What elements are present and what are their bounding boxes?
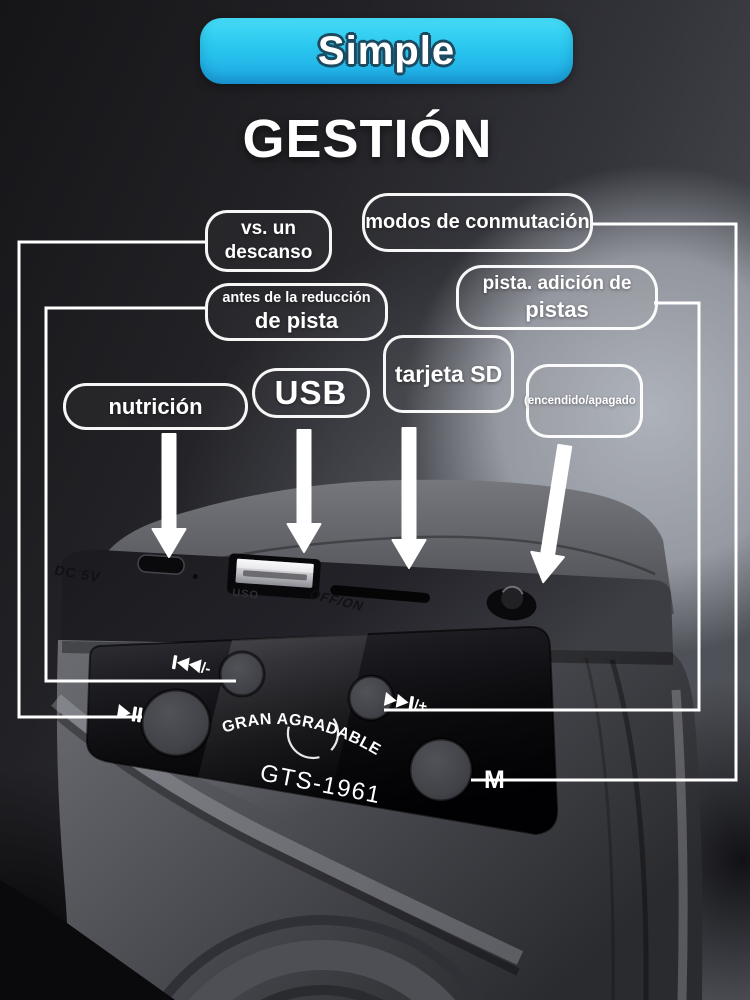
prev-icon: /- [171, 655, 212, 678]
usb-port-label: USO [232, 587, 260, 602]
dc-port-label: DC 5V [53, 562, 103, 585]
callout-prev-track-line1: antes de la reducción [222, 290, 371, 307]
callout-next-track-line2: pistas [525, 296, 589, 322]
page-title: GESTIÓN [242, 109, 493, 169]
play-pause-icon [116, 704, 143, 723]
arrow-sd [391, 427, 427, 569]
connector-play-pause [17, 240, 205, 719]
prev-suffix: /- [200, 660, 212, 678]
dc-port [137, 554, 198, 579]
arrow-onoff [530, 443, 573, 584]
body-edge-highlight [671, 689, 688, 1000]
callout-sd-card-label: tarjeta SD [394, 360, 503, 387]
callout-usb: USB [252, 368, 370, 418]
callout-prev-track-line2: de pista [254, 308, 339, 334]
callout-mode-switch: modos de conmutación [362, 193, 593, 252]
callout-play-pause-line2: descanso [224, 242, 313, 263]
callout-on-off-label: (encendido/apagado [524, 394, 636, 407]
mode-button [408, 737, 474, 803]
callout-play-pause: vs. un descanso [205, 210, 332, 272]
tf-slot [330, 585, 431, 603]
arrow-power [151, 433, 187, 558]
simple-badge: Simple [200, 18, 573, 84]
callout-power: nutrición [63, 383, 248, 430]
simple-badge-label: Simple [317, 28, 456, 73]
callout-power-label: nutrición [108, 393, 203, 419]
stand-shadow [0, 880, 175, 1000]
connector-mode [471, 222, 738, 782]
callout-on-off: (encendido/apagado [524, 364, 643, 438]
connector-prev [44, 306, 236, 683]
connector-lines [17, 222, 738, 782]
next-suffix: /+ [413, 697, 429, 716]
callout-prev-track: antes de la reducción de pista [205, 283, 388, 341]
callout-usb-label: USB [274, 374, 348, 412]
connector-next [384, 301, 701, 712]
body-groove-2 [584, 657, 615, 1000]
callout-next-track: pista. adición de pistas [456, 265, 658, 330]
callout-mode-switch-label: modos de conmutación [365, 211, 590, 233]
power-button [486, 585, 537, 621]
next-icon: /+ [383, 692, 429, 716]
brand-swoosh [286, 706, 340, 760]
play-pause-button [140, 688, 212, 758]
prev-button [218, 650, 266, 698]
usb-port [226, 553, 321, 600]
tf-slot-label: TF [151, 578, 177, 596]
mode-button-label: M [484, 766, 505, 794]
callout-play-pause-line1: vs. un [241, 218, 296, 240]
callout-next-track-line1: pista. adición de [482, 272, 632, 294]
body-groove-1 [609, 659, 649, 1000]
callout-sd-card: tarjeta SD [383, 335, 514, 413]
speaker-rings [156, 915, 488, 1000]
arrows [151, 427, 573, 584]
arrow-usb [286, 429, 322, 553]
